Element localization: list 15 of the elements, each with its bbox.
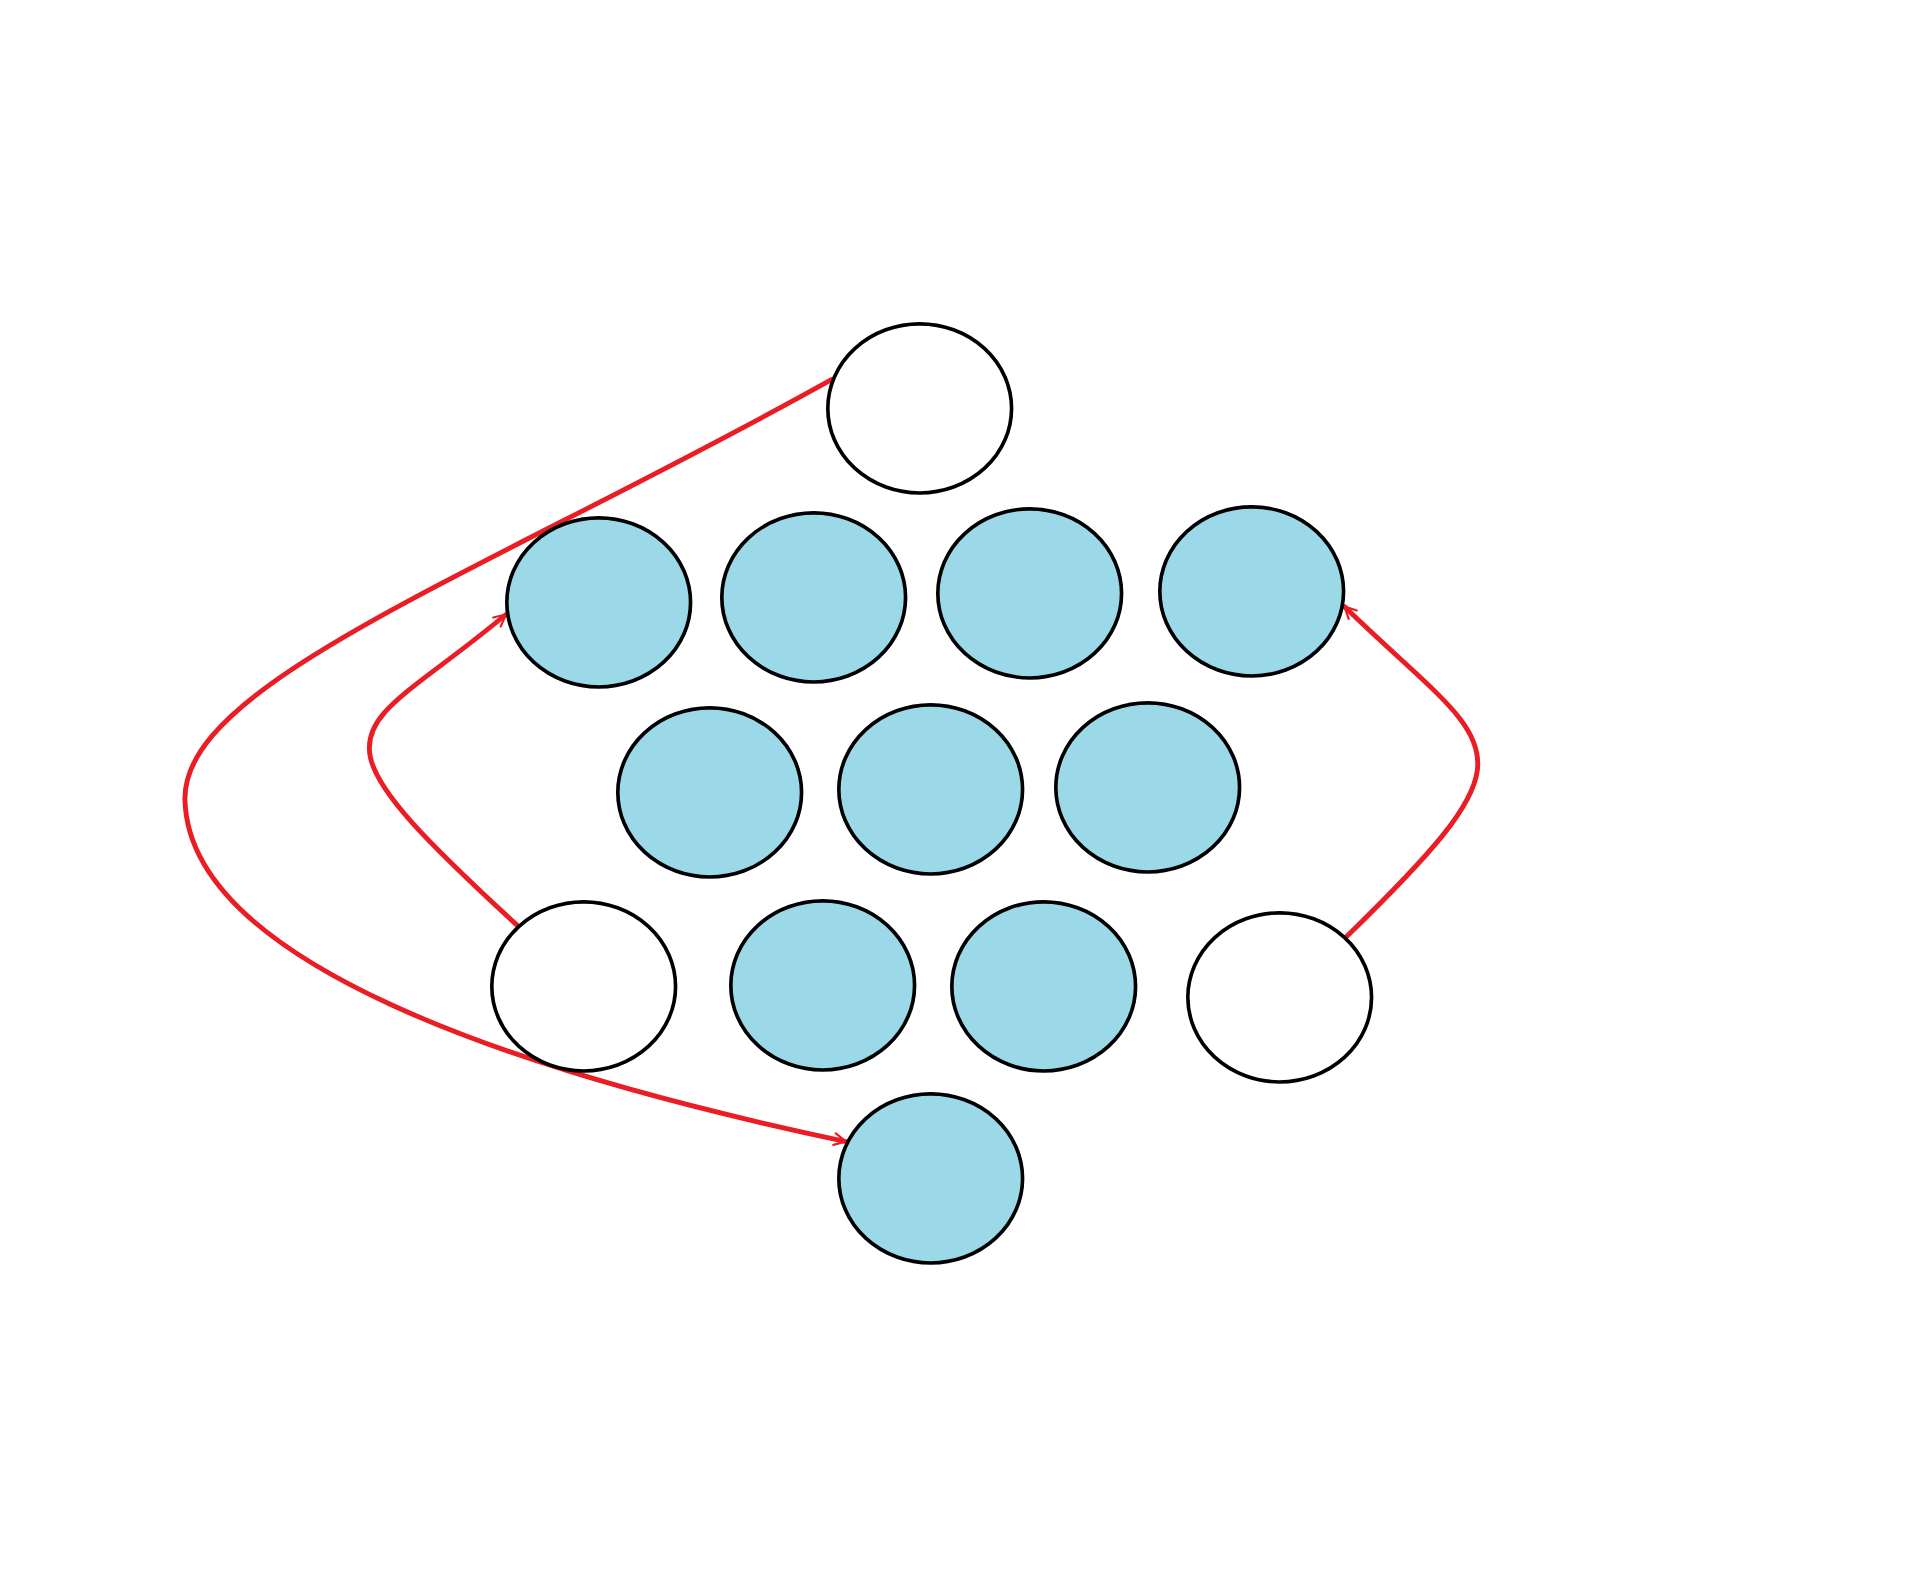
circle-shape [615, 705, 804, 879]
circle-shape [1158, 505, 1346, 678]
circle-shape [1053, 700, 1242, 874]
arrow [367, 612, 521, 929]
circle-shape [935, 507, 1124, 681]
circle-shape [728, 899, 917, 1072]
circle-shape [837, 1091, 1025, 1265]
circle-shape [490, 900, 678, 1074]
circle-shape [720, 511, 908, 684]
circle-shape [505, 515, 693, 689]
circle-shape [826, 322, 1014, 496]
circle-shape [1186, 911, 1374, 1085]
circle-shape [837, 703, 1025, 877]
arrow [1341, 604, 1480, 940]
circle-shape [950, 900, 1138, 1074]
